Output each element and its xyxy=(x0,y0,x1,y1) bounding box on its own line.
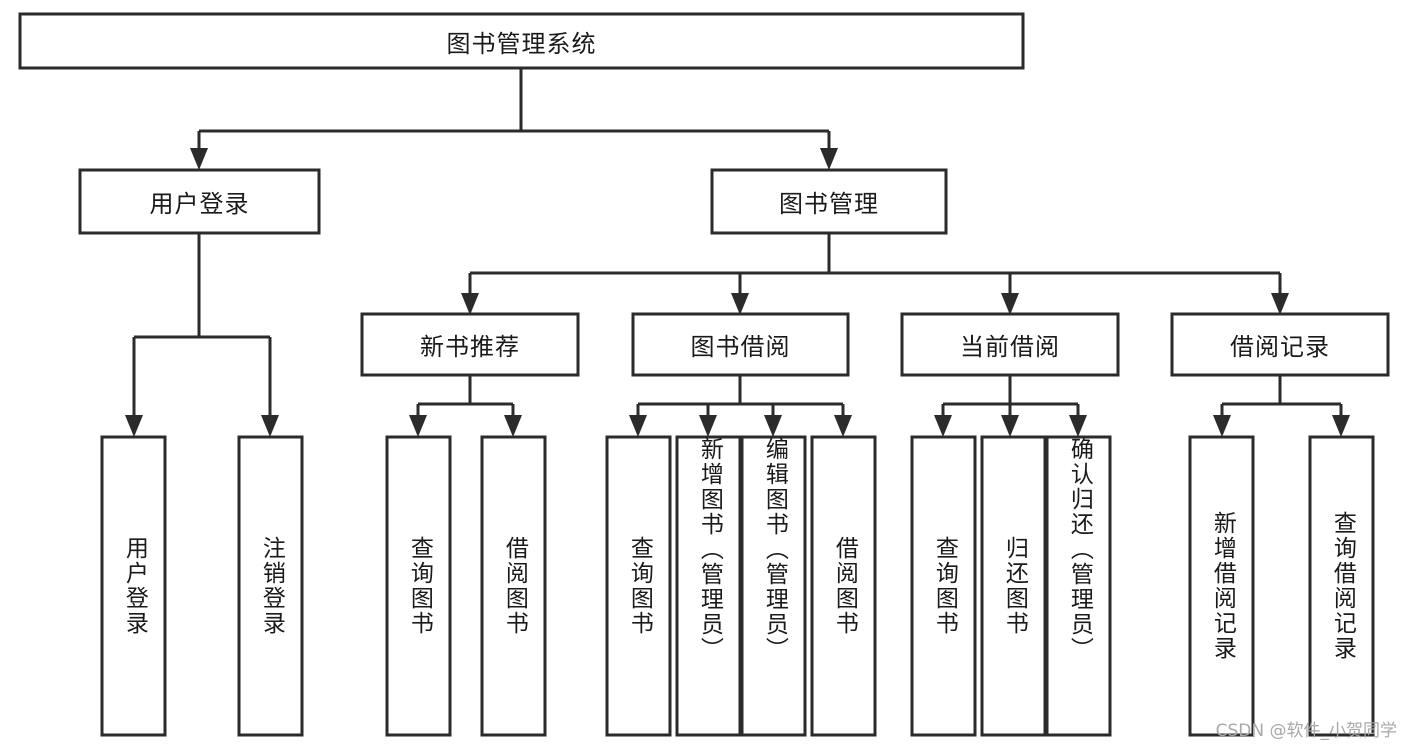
arrow-head-leaf-borrow-book-2 xyxy=(834,415,852,437)
arrow-head-leaf-add-book xyxy=(699,415,717,437)
node-box-leaf-user-login[interactable] xyxy=(100,435,167,737)
node-box-new-book-recommend[interactable] xyxy=(360,312,580,377)
watermark-text: CSDN @软件_小贺同学 xyxy=(1215,721,1397,741)
node-box-borrow-record[interactable] xyxy=(1170,312,1390,377)
node-box-leaf-confirm-return[interactable] xyxy=(1045,435,1112,737)
arrow-head-leaf-query-book-2 xyxy=(629,415,647,437)
node-box-user-login[interactable] xyxy=(78,168,321,235)
node-box-leaf-add-record[interactable] xyxy=(1188,435,1255,737)
arrow-head-new-book-recommend xyxy=(461,293,479,315)
connector-group-current-borrow xyxy=(934,375,1087,437)
connector-group-borrow-record xyxy=(1213,375,1350,437)
arrow-head-leaf-return-book xyxy=(1001,415,1019,437)
connector-group-new-book-recommend xyxy=(409,375,522,437)
node-box-book-borrow[interactable] xyxy=(631,312,850,377)
node-box-leaf-query-book-3[interactable] xyxy=(910,435,977,737)
node-box-leaf-edit-book[interactable] xyxy=(740,435,807,737)
arrow-head-borrow-record xyxy=(1271,293,1289,315)
arrow-head-leaf-query-book-1 xyxy=(409,415,427,437)
node-box-leaf-query-record[interactable] xyxy=(1308,435,1375,737)
connector-group-book-manage xyxy=(461,233,1289,315)
node-box-book-manage[interactable] xyxy=(710,168,948,235)
node-box-leaf-logout[interactable] xyxy=(237,435,304,737)
node-box-leaf-query-book-1[interactable] xyxy=(385,435,452,737)
arrow-head-leaf-edit-book xyxy=(764,415,782,437)
arrow-head-leaf-user-login xyxy=(125,415,143,437)
node-box-leaf-borrow-book-2[interactable] xyxy=(810,435,877,737)
connector-group-user-login xyxy=(125,233,279,437)
arrow-head-leaf-query-record xyxy=(1332,415,1350,437)
arrow-head-leaf-query-book-3 xyxy=(934,415,952,437)
node-box-leaf-add-book[interactable] xyxy=(675,435,742,737)
connector-group-book-borrow xyxy=(629,375,852,437)
node-box-current-borrow[interactable] xyxy=(900,312,1120,377)
arrow-head-book-borrow xyxy=(731,293,749,315)
arrow-head-user-login xyxy=(190,148,208,170)
arrow-head-book-manage xyxy=(820,148,838,170)
node-box-leaf-query-book-2[interactable] xyxy=(605,435,672,737)
connector-group-root xyxy=(190,68,838,170)
arrow-head-leaf-logout xyxy=(261,415,279,437)
arrow-head-current-borrow xyxy=(1001,293,1019,315)
node-box-leaf-borrow-book-1[interactable] xyxy=(480,435,547,737)
arrow-head-leaf-add-record xyxy=(1213,415,1231,437)
node-box-root[interactable] xyxy=(18,12,1025,70)
node-box-leaf-return-book[interactable] xyxy=(980,435,1047,737)
arrow-head-leaf-confirm-return xyxy=(1069,415,1087,437)
arrow-head-leaf-borrow-book-1 xyxy=(504,415,522,437)
